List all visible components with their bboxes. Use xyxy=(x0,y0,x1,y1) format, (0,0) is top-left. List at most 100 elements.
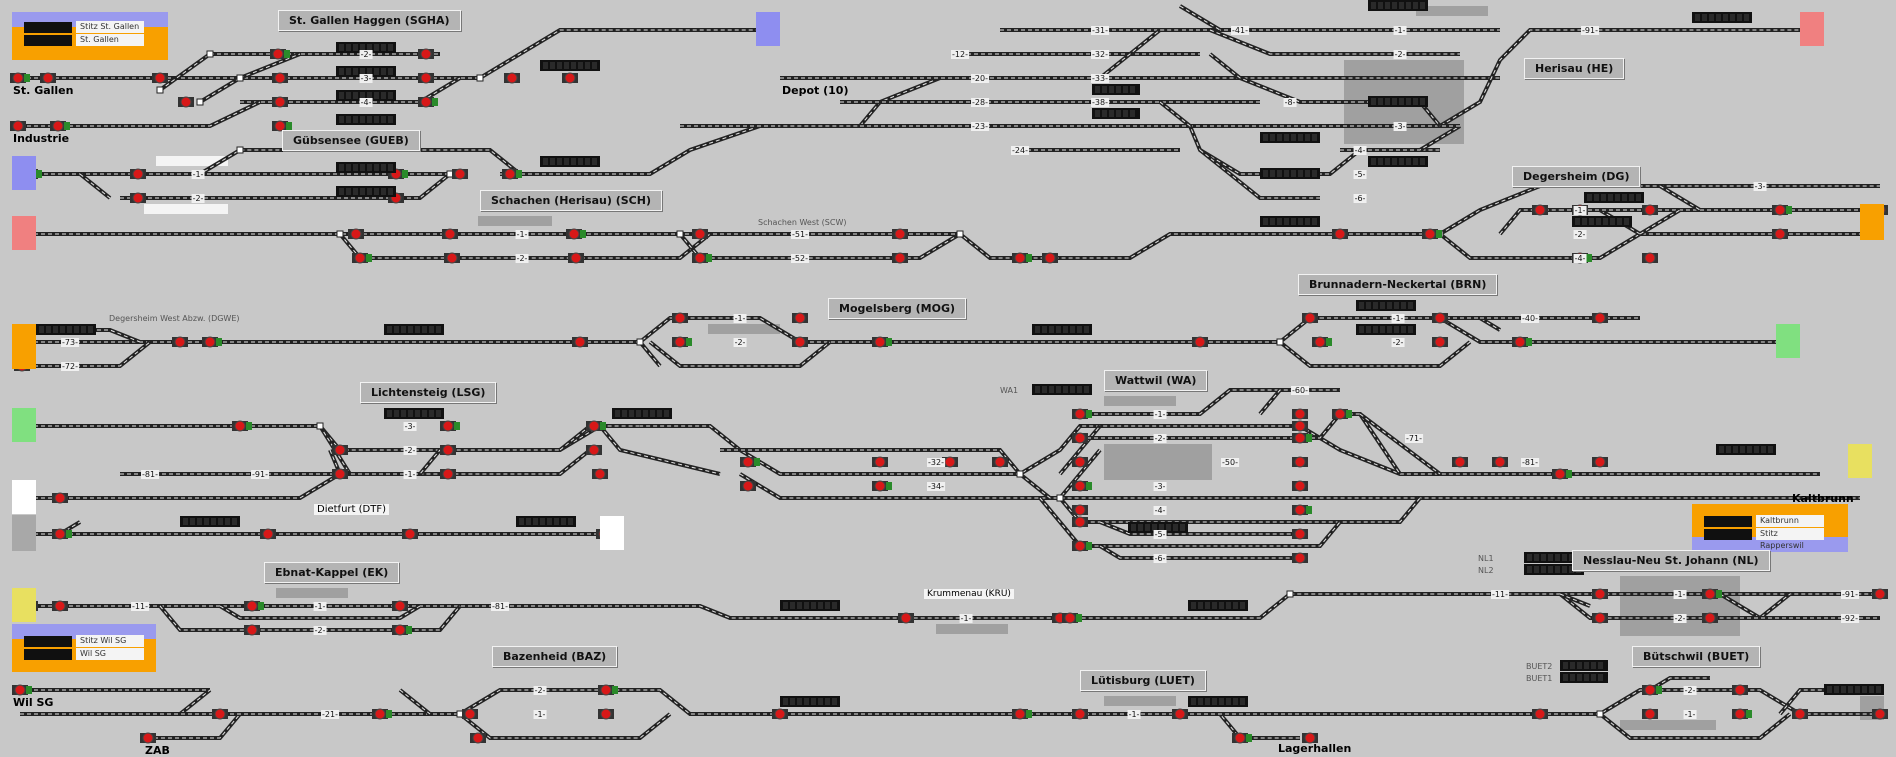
signal[interactable] xyxy=(418,48,434,60)
signal[interactable] xyxy=(1072,540,1092,552)
signal[interactable] xyxy=(130,192,146,204)
train-number-display[interactable] xyxy=(1032,324,1092,335)
edge-connector-white[interactable] xyxy=(12,480,36,514)
track-segment[interactable] xyxy=(120,448,442,476)
track-segment[interactable] xyxy=(20,340,152,368)
signal[interactable] xyxy=(332,444,348,456)
signal[interactable] xyxy=(1072,480,1092,492)
train-number-display[interactable] xyxy=(1356,300,1416,311)
signal[interactable] xyxy=(792,336,808,348)
signal[interactable] xyxy=(272,96,288,108)
train-number-display[interactable] xyxy=(384,408,444,419)
signal[interactable] xyxy=(452,168,468,180)
signal[interactable] xyxy=(1042,252,1058,264)
switch-point[interactable] xyxy=(956,230,964,238)
signal[interactable] xyxy=(1172,708,1188,720)
signal[interactable] xyxy=(598,708,614,720)
track-segment[interactable] xyxy=(1598,712,1792,740)
signal[interactable] xyxy=(672,312,688,324)
signal[interactable] xyxy=(872,336,892,348)
signal[interactable] xyxy=(260,528,276,540)
edge-connector-green[interactable] xyxy=(12,408,36,442)
signal[interactable] xyxy=(1552,468,1572,480)
train-number-display[interactable] xyxy=(336,186,396,197)
signal[interactable] xyxy=(52,600,68,612)
signal[interactable] xyxy=(440,468,456,480)
signal[interactable] xyxy=(1452,456,1468,468)
signal[interactable] xyxy=(892,228,908,240)
signal[interactable] xyxy=(130,168,146,180)
train-number-display[interactable] xyxy=(1692,12,1752,23)
signal[interactable] xyxy=(1072,408,1092,420)
signal[interactable] xyxy=(1292,552,1308,564)
signal[interactable] xyxy=(1772,228,1788,240)
signal[interactable] xyxy=(352,252,372,264)
switch-point[interactable] xyxy=(1016,470,1024,478)
signal[interactable] xyxy=(672,336,692,348)
signal[interactable] xyxy=(140,732,156,744)
train-number-display[interactable] xyxy=(780,600,840,611)
signal[interactable] xyxy=(1592,588,1608,600)
signal[interactable] xyxy=(1642,252,1658,264)
signal[interactable] xyxy=(50,120,70,132)
track-segment[interactable] xyxy=(218,604,422,620)
track-segment[interactable] xyxy=(700,688,1880,716)
train-number-display[interactable] xyxy=(1356,324,1416,335)
train-number-display[interactable] xyxy=(336,66,396,77)
train-number-display[interactable] xyxy=(336,162,396,173)
signal[interactable] xyxy=(1312,336,1332,348)
train-number-display[interactable] xyxy=(516,516,576,527)
train-number-display[interactable] xyxy=(1560,660,1608,671)
train-number-display[interactable] xyxy=(1260,132,1320,143)
signal[interactable] xyxy=(392,624,412,636)
signal[interactable] xyxy=(568,252,584,264)
signal[interactable] xyxy=(1532,708,1548,720)
train-number-display[interactable] xyxy=(1368,156,1428,167)
switch-point[interactable] xyxy=(1056,494,1064,502)
train-number-display[interactable] xyxy=(1368,96,1428,107)
signal[interactable] xyxy=(1772,204,1792,216)
switch-point[interactable] xyxy=(236,146,244,154)
signal[interactable] xyxy=(1872,708,1888,720)
station-label-mog[interactable]: Mogelsberg (MOG) xyxy=(828,298,966,319)
signal[interactable] xyxy=(1432,312,1448,324)
signal[interactable] xyxy=(1292,480,1308,492)
station-label-dg[interactable]: Degersheim (DG) xyxy=(1512,166,1641,187)
signal[interactable] xyxy=(1292,504,1312,516)
signal[interactable] xyxy=(10,120,26,132)
edge-connector-orange[interactable] xyxy=(1860,204,1884,240)
switch-point[interactable] xyxy=(316,422,324,430)
station-label-wa[interactable]: Wattwil (WA) xyxy=(1104,370,1208,391)
switch-point[interactable] xyxy=(1286,590,1294,598)
edge-connector-red[interactable] xyxy=(12,216,36,250)
track-segment[interactable] xyxy=(398,688,432,716)
signal[interactable] xyxy=(1012,252,1032,264)
signal[interactable] xyxy=(1072,504,1088,516)
signal[interactable] xyxy=(418,72,434,84)
track-segment[interactable] xyxy=(720,448,1022,476)
edge-connector-blue[interactable] xyxy=(12,156,36,190)
track-segment[interactable] xyxy=(78,172,112,200)
signal[interactable] xyxy=(1492,456,1508,468)
signal[interactable] xyxy=(402,528,418,540)
switch-point[interactable] xyxy=(476,74,484,82)
signal[interactable] xyxy=(1592,312,1608,324)
signal[interactable] xyxy=(244,624,260,636)
train-number-display[interactable] xyxy=(780,696,840,707)
station-label-baz[interactable]: Bazenheid (BAZ) xyxy=(492,646,618,667)
switch-point[interactable] xyxy=(1596,710,1604,718)
signal[interactable] xyxy=(178,96,194,108)
signal[interactable] xyxy=(1232,732,1252,744)
switch-point[interactable] xyxy=(676,230,684,238)
signal[interactable] xyxy=(440,420,460,432)
track-segment[interactable] xyxy=(598,424,721,476)
signal[interactable] xyxy=(592,468,608,480)
signal[interactable] xyxy=(462,708,478,720)
signal[interactable] xyxy=(12,684,32,696)
signal[interactable] xyxy=(212,708,228,720)
signal[interactable] xyxy=(572,336,588,348)
train-number-display[interactable] xyxy=(1188,600,1248,611)
signal[interactable] xyxy=(992,456,1008,468)
train-number-display[interactable] xyxy=(540,60,600,71)
signal[interactable] xyxy=(872,480,892,492)
